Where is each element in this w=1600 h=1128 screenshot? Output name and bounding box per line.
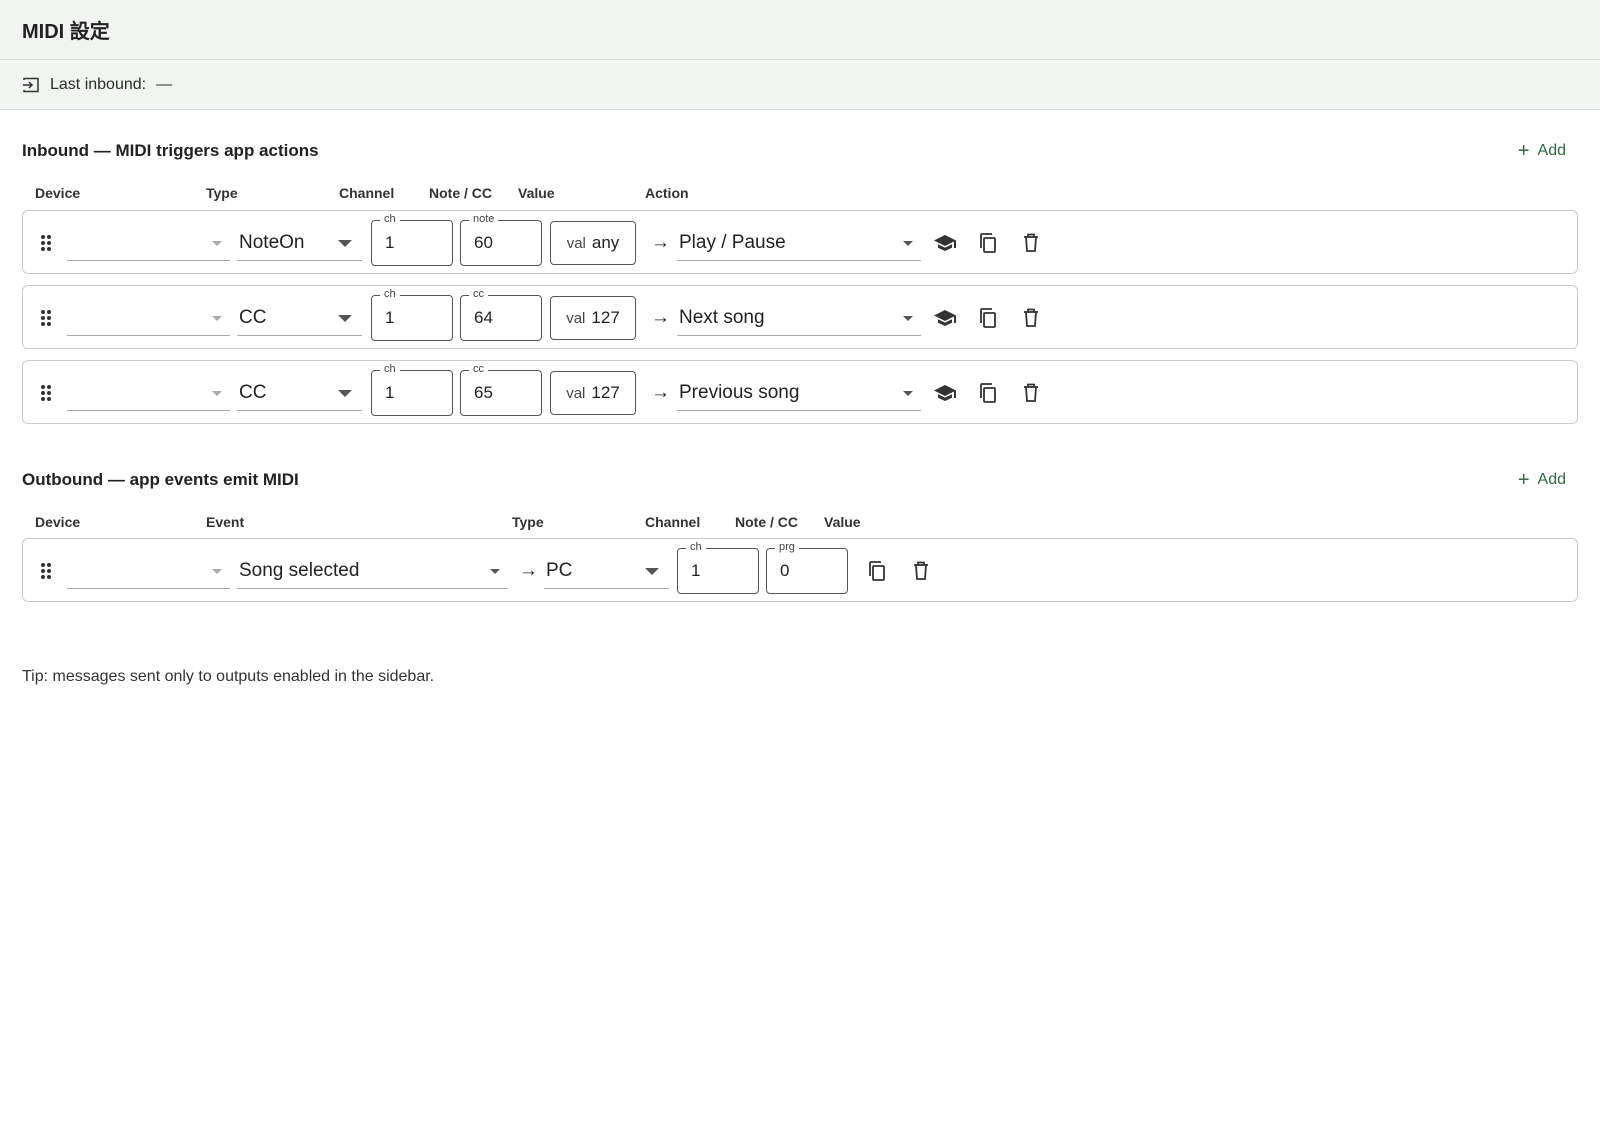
caret-down-icon: [903, 316, 913, 321]
col-channel: Channel: [339, 185, 395, 201]
col-note-cc: Note / CC: [429, 185, 492, 201]
drag-handle-icon[interactable]: [39, 308, 53, 328]
col-type: Type: [512, 514, 544, 530]
delete-icon[interactable]: [909, 559, 933, 583]
copy-icon[interactable]: [976, 306, 1000, 330]
value-input[interactable]: val any: [550, 221, 636, 265]
caret-down-icon: [212, 316, 222, 321]
delete-icon[interactable]: [1019, 231, 1043, 255]
learn-icon[interactable]: [933, 381, 957, 405]
type-select[interactable]: NoteOn: [237, 225, 362, 261]
event-select[interactable]: Song selected: [237, 553, 508, 589]
value-input[interactable]: val 127: [550, 296, 636, 340]
inbound-row: NoteOn ch 1 note 60 val any → Play / Pau…: [22, 210, 1578, 274]
outbound-column-headers: Device Event Type Channel Note / CC Valu…: [0, 514, 1600, 534]
caret-down-icon: [212, 241, 222, 246]
copy-icon[interactable]: [976, 381, 1000, 405]
outbound-row: Song selected → PC ch 1 prg 0: [22, 538, 1578, 602]
caret-down-icon: [338, 315, 352, 322]
cc-input[interactable]: cc 64: [460, 287, 542, 341]
cc-input[interactable]: cc 65: [460, 362, 542, 416]
last-inbound-label: Last inbound:: [50, 75, 147, 93]
inbound-add-button[interactable]: + Add: [1517, 140, 1566, 162]
col-note-cc: Note / CC: [735, 514, 798, 530]
inbound-section-header: Inbound — MIDI triggers app actions + Ad…: [22, 136, 1578, 166]
col-channel: Channel: [645, 514, 701, 530]
channel-input[interactable]: ch 1: [371, 362, 453, 416]
caret-down-icon: [338, 390, 352, 397]
channel-input[interactable]: ch 1: [371, 212, 453, 266]
type-select[interactable]: CC: [237, 375, 362, 411]
outbound-section-header: Outbound — app events emit MIDI + Add: [22, 465, 1578, 495]
channel-input[interactable]: ch 1: [677, 540, 759, 594]
action-select[interactable]: Next song: [677, 300, 921, 336]
arrow-right-icon: →: [651, 232, 670, 253]
drag-handle-icon[interactable]: [39, 561, 53, 581]
caret-down-icon: [338, 240, 352, 247]
type-select[interactable]: CC: [237, 300, 362, 336]
learn-icon[interactable]: [933, 306, 957, 330]
channel-input[interactable]: ch 1: [371, 287, 453, 341]
last-inbound-value: —: [156, 75, 173, 93]
value-input[interactable]: val 127: [550, 371, 636, 415]
status-bar: Last inbound: —: [0, 60, 1600, 110]
col-event: Event: [206, 514, 245, 530]
delete-icon[interactable]: [1019, 306, 1043, 330]
device-select[interactable]: [67, 300, 230, 336]
col-value: Value: [824, 514, 861, 530]
action-select[interactable]: Previous song: [677, 375, 921, 411]
login-icon: [22, 76, 40, 94]
window-title: MIDI 設定: [22, 21, 110, 43]
copy-icon[interactable]: [976, 231, 1000, 255]
outbound-title: Outbound — app events emit MIDI: [22, 470, 299, 489]
drag-handle-icon[interactable]: [39, 383, 53, 403]
device-select[interactable]: [67, 375, 230, 411]
action-select[interactable]: Play / Pause: [677, 225, 921, 261]
col-device: Device: [35, 514, 81, 530]
col-value: Value: [518, 185, 555, 201]
title-bar: MIDI 設定: [0, 0, 1600, 60]
device-select[interactable]: [67, 553, 230, 589]
caret-down-icon: [645, 568, 659, 575]
learn-icon[interactable]: [933, 231, 957, 255]
caret-down-icon: [903, 391, 913, 396]
col-action: Action: [645, 185, 689, 201]
inbound-row: CC ch 1 cc 65 val 127 → Previous song: [22, 360, 1578, 424]
device-select[interactable]: [67, 225, 230, 261]
plus-icon: +: [1517, 140, 1530, 162]
plus-icon: +: [1517, 469, 1530, 491]
arrow-right-icon: →: [519, 560, 538, 581]
delete-icon[interactable]: [1019, 381, 1043, 405]
inbound-title: Inbound — MIDI triggers app actions: [22, 141, 319, 160]
program-input[interactable]: prg 0: [766, 540, 848, 594]
inbound-row: CC ch 1 cc 64 val 127 → Next song: [22, 285, 1578, 349]
caret-down-icon: [903, 241, 913, 246]
drag-handle-icon[interactable]: [39, 233, 53, 253]
arrow-right-icon: →: [651, 382, 670, 403]
type-select[interactable]: PC: [544, 553, 669, 589]
col-type: Type: [206, 185, 238, 201]
inbound-column-headers: Device Type Channel Note / CC Value Acti…: [0, 185, 1600, 205]
caret-down-icon: [212, 569, 222, 574]
tip-text: Tip: messages sent only to outputs enabl…: [22, 668, 435, 685]
note-input[interactable]: note 60: [460, 212, 542, 266]
outbound-add-button[interactable]: + Add: [1517, 469, 1566, 491]
caret-down-icon: [212, 391, 222, 396]
arrow-right-icon: →: [651, 307, 670, 328]
col-device: Device: [35, 185, 81, 201]
caret-down-icon: [490, 569, 500, 574]
copy-icon[interactable]: [865, 559, 889, 583]
